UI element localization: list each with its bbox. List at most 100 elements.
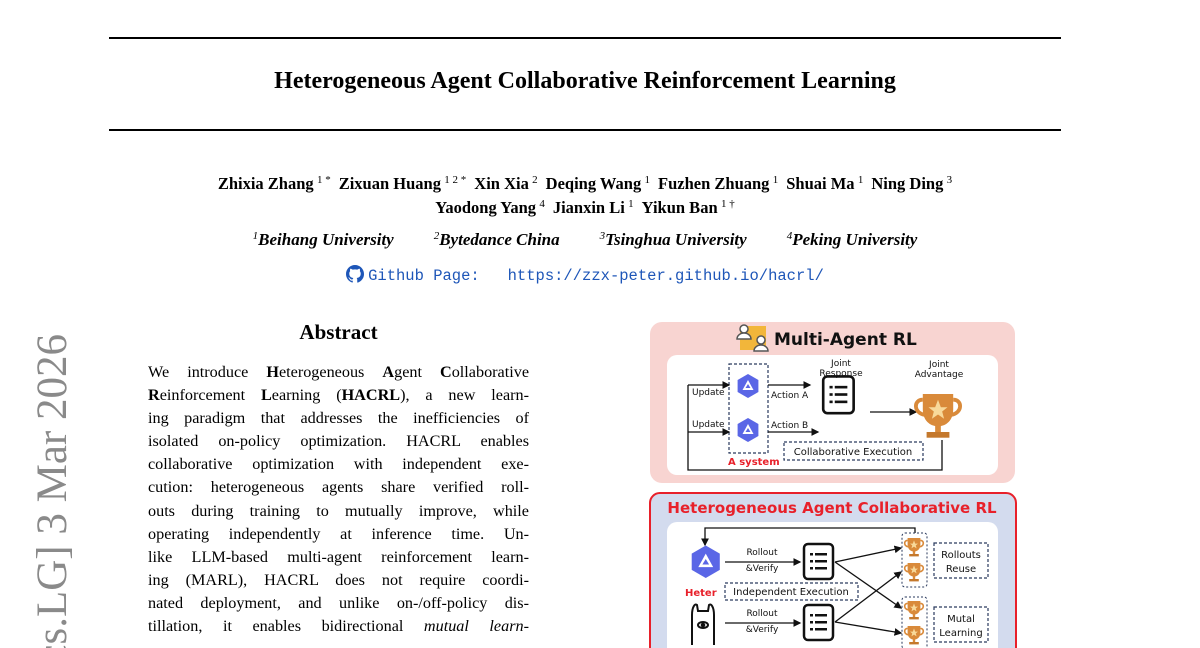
author-affiliation-mark: 1 * [316,174,331,186]
abstract-text: ing paradigm that addresses the ineffici… [148,409,529,428]
author-name: Zhixia Zhang [217,174,314,193]
marl-title: Multi-Agent RL [774,330,917,350]
collab-exec-label: Collaborative Execution [794,447,913,458]
abstract-line: collaborative optimization with independ… [148,453,529,476]
author-name: Xin Xia [474,174,529,193]
update-label: Update [692,388,725,398]
github-url-link[interactable]: https://zzx-peter.github.io/hacrl/ [507,267,824,285]
author-name: Shuai Ma [786,174,855,193]
top-rule [109,37,1061,39]
abstract-text: ), a new learn- [400,386,530,405]
author: Zhixia Zhang 1 * [218,174,331,193]
author-affiliation-mark: 4 [539,198,545,210]
author: Fuzhen Zhuang 1 [658,174,778,193]
abstract-text: gent [394,363,440,381]
abstract-line: tillation, it enables bidirectional mutu… [148,615,529,638]
abstract-text: outs during training to mutually improve… [148,501,529,520]
author-name: Ning Ding [871,174,944,193]
rollouts-reuse-label: Reuse [946,564,976,575]
abstract-text: isolated on-policy optimization. HACRL e… [148,432,529,451]
author-name: Zixuan Huang [338,174,441,193]
affiliation-name: Bytedance China [439,230,560,249]
update-label: Update [692,420,725,430]
action-a-label: Action A [771,391,809,401]
document-icon [802,603,835,642]
llama-icon [691,603,715,645]
abstract-text: einforcement [159,386,261,405]
arxiv-stamp-text: cs.LG] 3 Mar 2026 [29,334,76,648]
document-icon [802,542,835,581]
mutual-learning-label: Mutal [947,614,975,625]
github-link-line[interactable]: Github Page: https://zzx-peter.github.io… [0,265,1170,285]
author-name: Deqing Wang [545,174,642,193]
affiliation: 4Peking University [787,230,918,249]
action-b-label: Action B [771,421,808,431]
author-affiliation-mark: 1 [628,198,634,210]
joint-advantage-label: Joint [928,360,949,370]
abstract-line: cution: heterogeneous agents share verif… [148,476,529,499]
author: Xin Xia 2 [474,174,537,193]
abstract-text: C [440,363,452,381]
joint-response-label: Response [819,369,863,379]
github-icon [346,265,365,283]
affiliation-mark: 2 [433,230,440,242]
abstract-text: HACRL [341,386,401,405]
abstract-text: earning ( [271,386,342,405]
abstract-text: mutual learn- [423,617,529,636]
affiliation-mark: 3 [599,230,606,242]
hacrl-title: Heterogeneous Agent Collaborative RL [667,499,997,517]
hacrl-panel: Heterogeneous Agent Collaborative RL Rol… [649,492,1017,648]
system-label: A system [728,457,780,468]
author: Ning Ding 3 [871,174,952,193]
author-list-line-2: Yaodong Yang 4 Jianxin Li 1 Yikun Ban 1 † [0,198,1170,218]
mutual-learning-label: Learning [939,628,982,639]
heter-label: Heter [685,588,717,599]
affiliations: 1Beihang University 2Bytedance China 3Tsin… [0,230,1170,250]
author: Yikun Ban 1 † [642,198,735,217]
author-name: Jianxin Li [552,198,625,217]
abstract-line: isolated on-policy optimization. HACRL e… [148,430,529,453]
author-affiliation-mark: 1 [772,174,779,186]
affiliation-mark: 1 [252,230,259,242]
affiliation: 2Bytedance China [434,230,560,249]
affiliation-name: Beihang University [258,230,394,249]
abstract-body: We introduce Heterogeneous Agent Collabo… [148,361,529,638]
paper-title: Heterogeneous Agent Collaborative Reinfo… [274,68,896,94]
abstract-text: ollaborative [451,363,530,381]
abstract-text: ing (MARL), HACRL does not require coord… [148,570,529,589]
rollout-label: Rollout [746,609,778,619]
abstract-text: L [260,386,272,405]
abstract-text: R [148,386,160,405]
affiliation: 1Beihang University [253,230,394,249]
author-affiliation-mark: 1 † [720,198,735,210]
document-icon [821,375,855,415]
title-bottom-rule [109,129,1061,131]
github-label: Github Page: [368,267,480,285]
rollout-label: Rollout [746,548,778,558]
author: Jianxin Li 1 [553,198,634,217]
abstract-line: Reinforcement Learning (HACRL), a new le… [148,384,529,407]
abstract-line: nated deployment, and unlike on-/off-pol… [148,592,529,615]
author-affiliation-mark: 1 [857,174,864,186]
abstract-text: operating independently at inference tim… [148,524,529,543]
author: Shuai Ma 1 [786,174,863,193]
rollout-label: &Verify [746,564,779,574]
affiliation-name: Tsinghua University [605,230,747,249]
author-name: Fuzhen Zhuang [658,174,770,193]
author: Deqing Wang 1 [546,174,650,193]
rollouts-reuse-label: Rollouts [941,550,981,561]
joint-response-label: Joint [830,359,851,369]
affiliation-mark: 4 [786,230,793,242]
author-affiliation-mark: 1 2 * [444,174,467,186]
abstract-line: outs during training to mutually improve… [148,500,529,523]
abstract-line: like LLM-based multi-agent reinforcement… [148,546,529,569]
indep-exec-label: Independent Execution [733,587,849,598]
abstract-text: like LLM-based multi-agent reinforcement… [148,547,529,566]
affiliation-name: Peking University [792,230,918,249]
marl-panel: Multi-Agent RL A system Update Update Ac… [650,322,1015,483]
author-name: Yaodong Yang [435,198,537,217]
author: Yaodong Yang 4 [435,198,545,217]
teaser-figure: Multi-Agent RL A system Update Update Ac… [649,322,1017,648]
joint-advantage-label: Advantage [915,370,964,380]
abstract-text: eterogeneous [278,363,383,381]
